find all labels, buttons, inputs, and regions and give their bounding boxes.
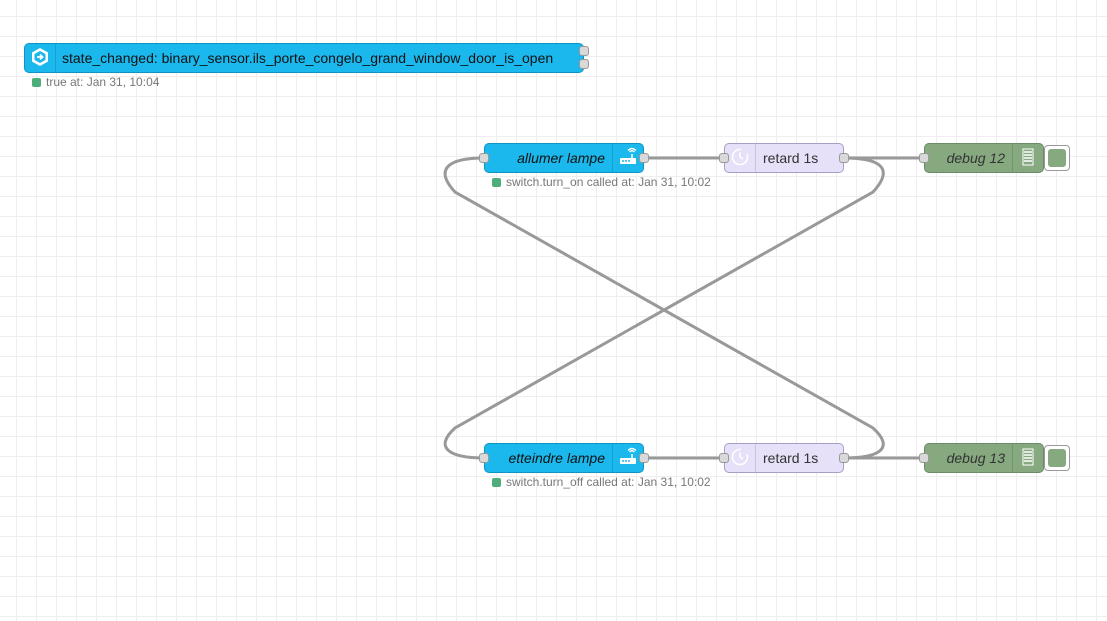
event-icon-box [25,44,55,72]
retard-bottom-node[interactable]: retard 1s [724,443,844,473]
timer-icon [730,447,750,470]
status-dot [492,477,501,487]
retard-top-input-port[interactable] [719,153,729,163]
etteindre-status: switch.turn_off called at: Jan 31, 10:02 [492,475,711,489]
allumer-status-text: switch.turn_on called at: Jan 31, 10:02 [506,175,711,189]
timer-icon [730,147,750,170]
debug13-toggle-button[interactable] [1044,445,1070,471]
debug13-label: debug 13 [946,450,1005,466]
debug12-toggle-indicator [1048,149,1066,167]
debug12-input-port[interactable] [919,153,929,163]
allumer-lampe-label: allumer lampe [517,150,605,166]
debug12-node[interactable]: debug 12 [924,143,1044,173]
wire-retard-bottom-to-allumer[interactable] [443,156,885,460]
retard-top-node[interactable]: retard 1s [724,143,844,173]
etteindre-icon-box [613,444,643,472]
retard-bottom-label: retard 1s [763,450,819,466]
debug13-node[interactable]: debug 13 [924,443,1044,473]
status-dot [32,77,41,87]
event-output-port-1[interactable] [579,46,589,56]
event-status-text: true at: Jan 31, 10:04 [46,75,160,89]
allumer-icon-box [613,144,643,172]
retard-bottom-input-port[interactable] [719,453,729,463]
wire-retard-top-to-etteindre[interactable] [443,156,885,460]
retard-bottom-output-port[interactable] [839,453,849,463]
list-icon [1018,147,1038,170]
etteindre-input-port[interactable] [479,453,489,463]
event-state-label: state_changed: binary_sensor.ils_porte_c… [62,50,554,66]
allumer-status: switch.turn_on called at: Jan 31, 10:02 [492,175,711,189]
event-state-node[interactable]: state_changed: binary_sensor.ils_porte_c… [24,43,584,73]
event-output-port-2[interactable] [579,59,589,69]
debug12-icon-box [1013,144,1043,172]
arrow-right-hex-icon [30,47,50,70]
etteindre-lampe-node[interactable]: etteindre lampe [484,443,644,473]
retard-top-icon-box [725,144,755,172]
debug12-toggle-button[interactable] [1044,145,1070,171]
status-dot [492,177,501,187]
debug13-icon-box [1013,444,1043,472]
debug12-label: debug 12 [946,150,1005,166]
allumer-input-port[interactable] [479,153,489,163]
debug13-toggle-indicator [1048,449,1066,467]
router-icon [618,147,638,170]
retard-top-label: retard 1s [763,150,819,166]
router-icon [618,447,638,470]
allumer-output-port[interactable] [639,153,649,163]
etteindre-lampe-label: etteindre lampe [508,450,605,466]
allumer-lampe-node[interactable]: allumer lampe [484,143,644,173]
retard-top-output-port[interactable] [839,153,849,163]
debug13-input-port[interactable] [919,453,929,463]
list-icon [1018,447,1038,470]
event-status: true at: Jan 31, 10:04 [32,75,159,89]
etteindre-status-text: switch.turn_off called at: Jan 31, 10:02 [506,475,711,489]
retard-bottom-icon-box [725,444,755,472]
etteindre-output-port[interactable] [639,453,649,463]
